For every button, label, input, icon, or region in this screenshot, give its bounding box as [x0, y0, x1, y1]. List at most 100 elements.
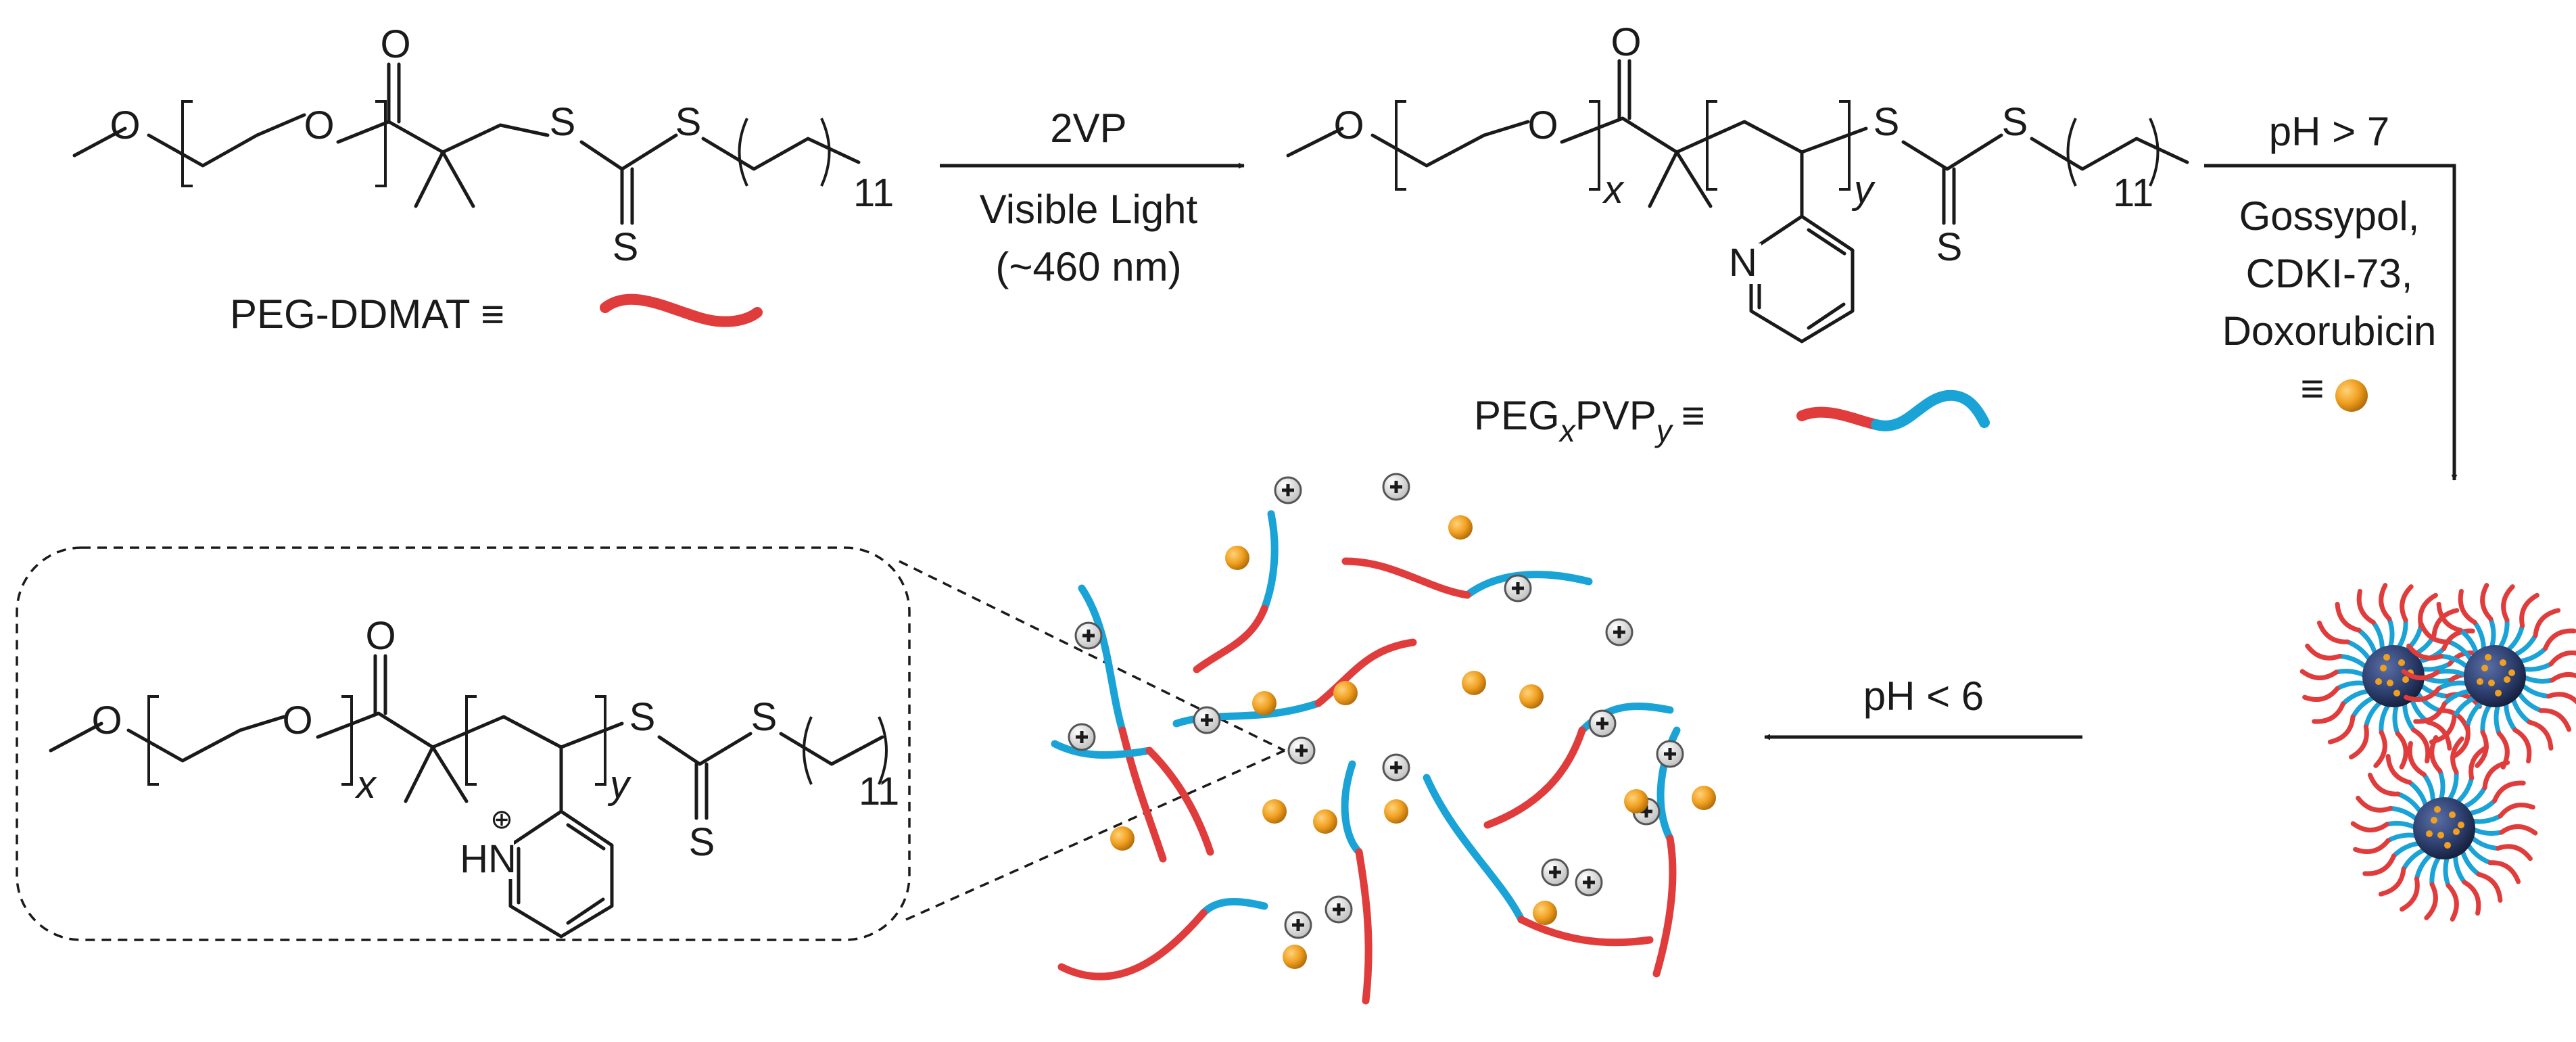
cation-marker: [1588, 709, 1617, 738]
atom-o: O: [1527, 103, 1558, 147]
step1-arrow-group: 2VP Visible Light (~460 nm): [940, 105, 1245, 289]
micelle-pvp-strand: [2379, 701, 2392, 735]
released-drug: [1252, 691, 1277, 715]
atom-s: S: [675, 100, 702, 144]
unimer-chain: [1057, 897, 1268, 980]
positive-charge: ⊕: [490, 805, 513, 834]
micelle-peg-strand: [2378, 866, 2406, 897]
disassembled-chains: [1051, 473, 1716, 1005]
micelle-peg-strand: [2395, 731, 2408, 769]
encapsulated-drug: [2444, 842, 2451, 849]
cation-marker: [1068, 723, 1096, 751]
unimer-chain: [1341, 557, 1593, 599]
pvp-block: [1051, 740, 1153, 759]
micelle-peg-strand: [2327, 714, 2356, 744]
micelle-pvp-strand: [2337, 653, 2370, 671]
encapsulated-drug: [2449, 811, 2456, 818]
step2-arrow-group: pH > 7 Gossypol, CDKI-73, Doxorubicin ≡: [2204, 109, 2458, 481]
pvp-block: [1199, 897, 1268, 917]
peg-block: [1652, 834, 1677, 978]
atom-n: N: [1729, 241, 1757, 285]
atom-o: O: [110, 103, 140, 147]
released-drug: [1262, 799, 1287, 824]
micelle-pvp-strand: [2387, 805, 2421, 824]
peg-block: [1483, 726, 1586, 829]
micelle-peg-strand: [2499, 824, 2538, 836]
step2-condition: pH > 7: [2269, 109, 2389, 154]
pvp-block: [1260, 510, 1279, 613]
atom-s: S: [689, 820, 715, 864]
micelle-pvp-strand: [2436, 680, 2472, 691]
cation-marker: [1504, 574, 1532, 602]
micelle-peg-strand: [2480, 583, 2494, 621]
pvp-segment-icon: [1871, 389, 1990, 431]
unimer-chain: [1423, 774, 1654, 947]
micelle-peg-strand: [2379, 583, 2392, 621]
encapsulated-drug: [2437, 832, 2444, 838]
micelle-pvp-strand: [2488, 616, 2496, 652]
micelle-pvp-strand: [2387, 616, 2395, 652]
micelle-peg-strand: [2400, 876, 2420, 912]
unimer-chain: [1341, 760, 1373, 1005]
protonated-structure-box: O O x O y HN ⊕ S S S 11: [16, 546, 911, 941]
micelle-peg-strand: [2492, 780, 2526, 803]
peg-block: [1517, 916, 1654, 947]
atom-o: O: [91, 698, 122, 742]
micelle-peg-strand: [2373, 730, 2387, 768]
atom-s: S: [613, 225, 639, 269]
cation-marker: [1193, 706, 1221, 734]
micelle-peg-strand: [2401, 669, 2440, 680]
micelle-peg-strand: [2436, 601, 2463, 633]
micelle-peg-strand: [2468, 744, 2489, 780]
micelle-peg-strand: [2496, 844, 2533, 861]
micelle-pvp-strand: [2384, 821, 2420, 831]
micelle-pvp-strand: [2335, 680, 2370, 691]
atom-o: O: [282, 698, 312, 742]
micelle-pvp-strand: [2385, 832, 2421, 843]
cation-marker: [1656, 740, 1684, 768]
atom-s: S: [1874, 100, 1900, 144]
micelle-peg-strand: [2487, 860, 2521, 884]
micelle-peg-strand: [2482, 760, 2510, 790]
drug-3: Doxorubicin: [2222, 308, 2437, 354]
micelle-peg-strand: [2312, 701, 2345, 724]
peg-pvp-text: PEGxPVPy≡: [1474, 393, 1705, 448]
micelle-pvp-strand: [2480, 701, 2494, 735]
micelle-peg-strand: [2400, 584, 2414, 623]
peg-block: [1193, 605, 1268, 673]
micelle-pvp-strand: [2416, 661, 2452, 672]
peg-block: [1355, 848, 1373, 1005]
micelle-peg-strand: [2418, 592, 2438, 628]
atom-o: O: [1611, 20, 1641, 64]
peg-ddmat-label: PEG-DDMAT ≡: [230, 291, 763, 337]
micelle-peg-strand: [2498, 803, 2535, 819]
dashed-box: [16, 546, 911, 941]
encapsulated-drug: [2488, 680, 2495, 686]
unimer-chain: [1078, 584, 1167, 863]
encapsulated-drug: [2426, 830, 2433, 837]
peg-pvp-structure: O O x O y N S S S 11: [1286, 20, 2189, 344]
peg-block: [1118, 726, 1167, 863]
micelle-pvp-strand: [2468, 826, 2504, 836]
micelle: [2299, 583, 2487, 769]
micelle-peg-strand: [2543, 628, 2576, 651]
micelle-peg-strand: [2546, 692, 2576, 705]
micelle: [2350, 735, 2538, 922]
micelle-peg-strand: [2418, 620, 2452, 644]
micelle: [2401, 583, 2576, 769]
unimer-chain: [1051, 740, 1214, 856]
cation-marker: [1325, 895, 1353, 924]
pvp-block: [1423, 774, 1525, 924]
encapsulated-drug: [2380, 665, 2387, 671]
micelle-peg-strand: [2316, 620, 2350, 644]
encapsulated-drug: [2508, 669, 2515, 676]
micelle-peg-strand: [2299, 669, 2339, 680]
encapsulated-drug: [2387, 680, 2393, 686]
encapsulated-drug: [2485, 654, 2491, 661]
encapsulated-drug: [2458, 822, 2464, 828]
micelle-peg-strand: [2462, 880, 2481, 916]
micelle-pvp-strand: [2395, 617, 2408, 652]
pvp-block: [1078, 584, 1126, 734]
micelle-pvp-strand: [2446, 769, 2459, 804]
